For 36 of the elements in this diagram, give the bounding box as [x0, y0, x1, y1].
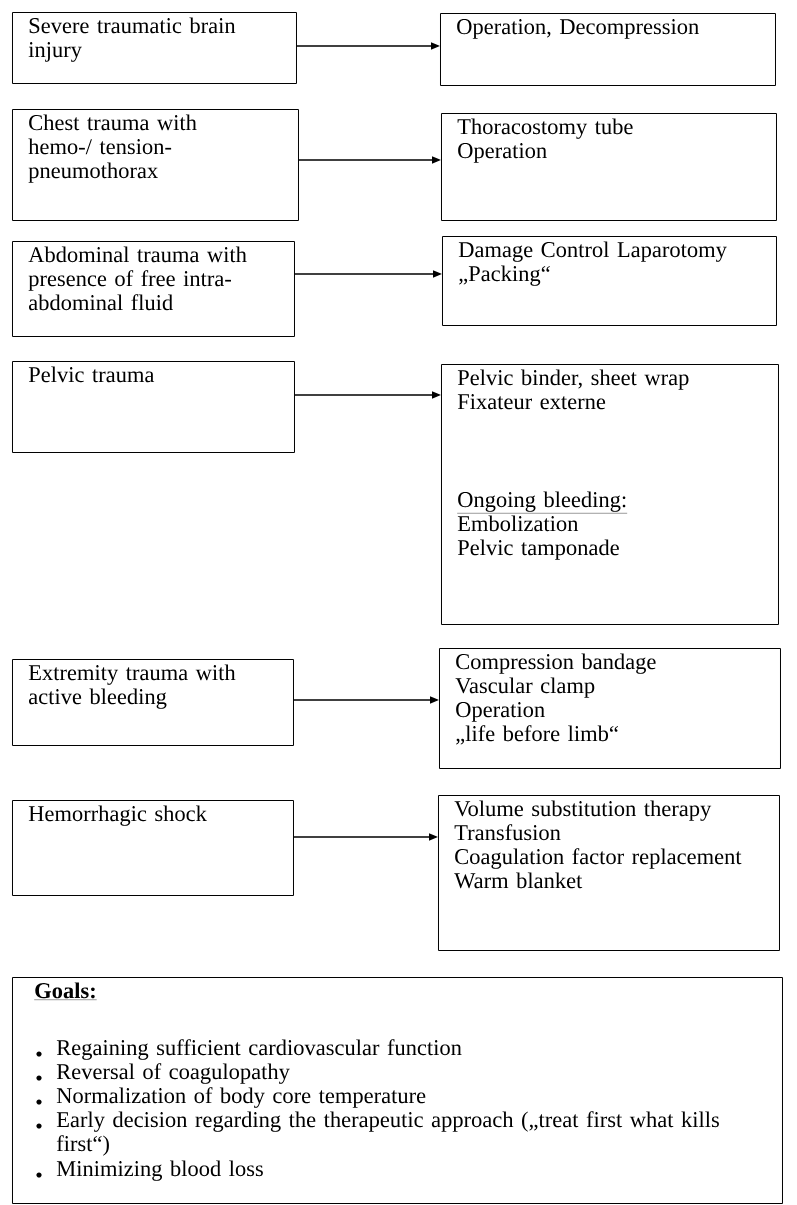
- box-text: Fixateur externe: [457, 394, 606, 410]
- treatment-box: [441, 364, 779, 625]
- box-text: Thoracostomy tube: [457, 118, 633, 139]
- treatment-box: Operation, Decompression: [440, 13, 776, 86]
- box-text: Volume substitution therapy: [454, 800, 712, 821]
- treatment-box: [442, 236, 777, 326]
- treatment-box: [438, 795, 780, 951]
- box-text: Ongoing bleeding:: [457, 491, 628, 514]
- box-text: Pelvic binder, sheet wrap: [457, 369, 689, 390]
- box-text: Compression bandage: [456, 653, 656, 674]
- box-text: Vascular clamp: [455, 677, 595, 698]
- box-text: Coagulation factor replacement: [455, 848, 742, 869]
- condition-box: Severe traumatic brain injury: [12, 12, 297, 84]
- box-text: Operation: [458, 143, 547, 163]
- box-text: Transfusion: [454, 824, 561, 841]
- box-text: „life before limb“: [456, 725, 618, 745]
- box-text: Warm blanket: [454, 872, 583, 889]
- condition-box: Chest trauma with hemo-/ tension-pneumothorax: [12, 109, 299, 221]
- condition-box: Extremity trauma with active bleeding: [12, 659, 294, 746]
- bullet-item: Normalization of body core temperature: [36, 1087, 426, 1108]
- box-text: Embolization: [457, 515, 579, 532]
- box-text: Pelvic tamponade: [457, 539, 619, 560]
- goals-box: [12, 977, 783, 1204]
- condition-box: Pelvic trauma: [12, 361, 295, 453]
- box-text: „Packing“: [459, 265, 550, 286]
- box-text: Operation: [456, 702, 545, 722]
- box-text: Damage Control Laparotomy: [458, 241, 727, 262]
- treatment-box: [441, 113, 777, 221]
- bullet-item: Minimizing blood loss: [36, 1160, 263, 1181]
- goals-heading: Goals:: [34, 982, 97, 1000]
- bullet-item: Regaining sufficient cardiovascular function: [36, 1039, 462, 1060]
- bullet-item: Early decision regarding the therapeutic approach („treat first what kills first“): [36, 1111, 719, 1156]
- treatment-box: [439, 648, 781, 769]
- condition-box: Abdominal trauma with presence of free intra-abdominal fluid: [12, 241, 295, 337]
- condition-box: Hemorrhagic shock: [12, 800, 294, 896]
- bullet-item: Reversal of coagulopathy: [36, 1063, 290, 1084]
